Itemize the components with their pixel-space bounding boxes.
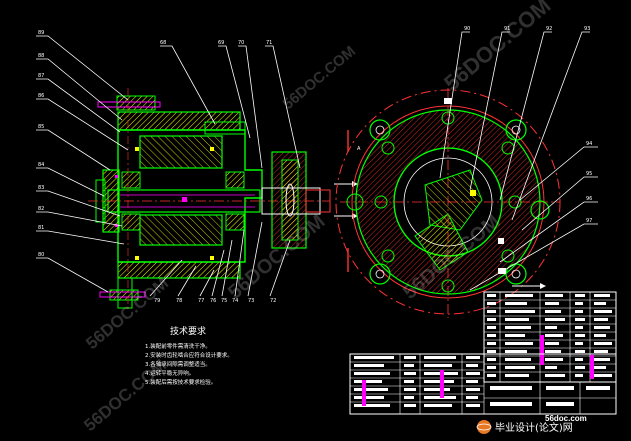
site-name: 毕业设计(论文)网 [495,421,573,434]
leader-left-84: 84 [38,162,44,168]
leader-left-87: 87 [38,73,44,79]
end-view [335,88,561,318]
title-block-cells [354,356,610,407]
notes-title: 技术要求 [170,325,206,337]
section-view [88,88,330,312]
parts-list-table [483,291,617,383]
coupling [261,151,331,249]
leader-left-81: 81 [38,225,44,231]
leader-top-68: 68 [160,40,166,46]
site-logo: 56doc.com 毕业设计(论文)网 [476,414,587,434]
leader-bottom-79: 79 [154,298,160,304]
leader-right-90: 90 [464,26,470,32]
note-line-2: 2.安装时齿轮啮合应符合设计要求。 [145,351,233,359]
leader-right-97: 97 [586,218,592,224]
note-line-4: 4.运转平稳无异响。 [145,369,194,377]
title-block-table [349,353,617,415]
section-line-a [334,130,358,272]
leader-bottom-78: 78 [176,298,182,304]
leader-numbers: 89 88 87 86 85 84 83 82 81 80 68 69 70 7… [38,26,592,304]
logo-globe-icon [477,420,491,434]
watermark: 56DOC.COM [280,43,359,113]
note-line-5: 5.装配后需按技术要求检验。 [145,378,216,386]
leader-right-96: 96 [586,196,592,202]
note-line-3: 3.各轴承间隙需调整适当。 [145,360,211,368]
leader-right-95: 95 [586,171,592,177]
parts-list-cells [487,294,612,379]
leader-right-93: 93 [584,26,590,32]
leader-left-82: 82 [38,206,44,212]
leader-left-85: 85 [38,124,44,130]
leader-bottom-72: 72 [270,298,276,304]
leader-left-89: 89 [38,30,44,36]
leader-left-83: 83 [38,185,44,191]
leader-right-92: 92 [546,26,552,32]
watermark: 56DOC.COM [80,356,170,436]
site-domain: 56doc.com [545,414,587,423]
leader-top-69: 69 [218,40,224,46]
leader-bottom-74: 74 [232,298,238,304]
leader-bottom-77: 77 [198,298,204,304]
leader-left-80: 80 [38,252,44,258]
leader-top-70: 70 [238,40,244,46]
technical-notes: 技术要求 1.装配前零件需清洗干净。 2.安装时齿轮啮合应符合设计要求。 3.各… [145,325,233,386]
leader-lines [36,31,598,297]
section-label-a: A [357,146,361,152]
leader-bottom-75: 75 [221,298,227,304]
leader-left-86: 86 [38,93,44,99]
leader-right-91: 91 [504,26,510,32]
watermark: 56DOC.COM [439,0,555,96]
note-line-1: 1.装配前零件需清洗干净。 [145,342,211,350]
leader-bottom-76: 76 [210,298,216,304]
logo-globe-ring [476,423,492,431]
leader-left-88: 88 [38,53,44,59]
leader-top-71: 71 [266,40,272,46]
leader-bottom-73: 73 [248,298,254,304]
leader-right-94: 94 [586,141,592,147]
